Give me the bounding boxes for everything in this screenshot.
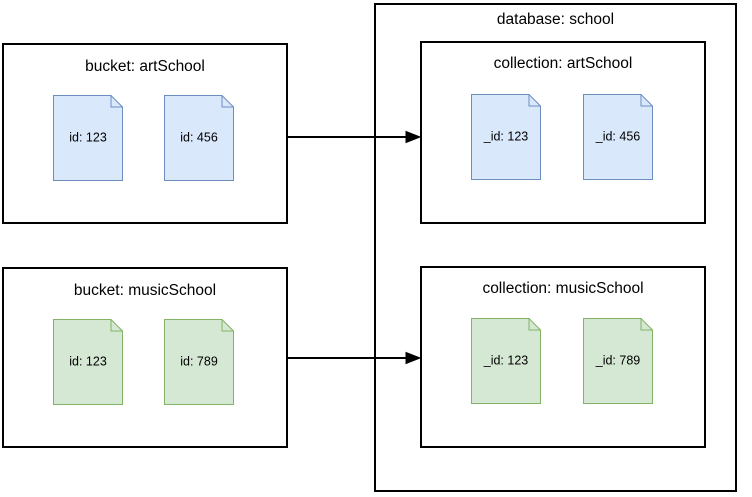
arrow-musicschool-bucket-to-collection — [286, 348, 422, 368]
document-shape — [583, 94, 653, 180]
document-icon-bucket-musicschool-0[interactable]: id: 123 — [53, 319, 123, 405]
collection-artschool-title: collection: artSchool — [493, 55, 633, 72]
bucket-artschool-container[interactable] — [2, 43, 288, 224]
document-icon-collection-artschool-1[interactable]: _id: 456 — [583, 94, 653, 180]
document-icon-bucket-artschool-1[interactable]: id: 456 — [164, 95, 234, 181]
bucket-musicschool-container[interactable] — [2, 267, 288, 448]
document-shape — [164, 319, 234, 405]
database-title: database: school — [496, 11, 615, 28]
arrow-shape — [287, 351, 422, 365]
collection-artschool-container[interactable] — [420, 41, 706, 224]
document-shape — [583, 318, 653, 404]
arrow-shape — [287, 130, 422, 144]
document-icon-collection-musicschool-1[interactable]: _id: 789 — [583, 318, 653, 404]
bucket-musicschool-title: bucket: musicSchool — [73, 282, 217, 299]
document-icon-bucket-artschool-0[interactable]: id: 123 — [53, 95, 123, 181]
document-shape — [53, 319, 123, 405]
collection-musicschool-container[interactable] — [420, 266, 706, 448]
document-shape — [53, 95, 123, 181]
arrow-artschool-bucket-to-collection — [286, 127, 422, 147]
document-shape — [471, 318, 541, 404]
document-icon-bucket-musicschool-1[interactable]: id: 789 — [164, 319, 234, 405]
bucket-artschool-title: bucket: artSchool — [85, 58, 205, 75]
document-shape — [471, 94, 541, 180]
collection-musicschool-title: collection: musicSchool — [482, 280, 644, 297]
document-shape — [164, 95, 234, 181]
document-icon-collection-musicschool-0[interactable]: _id: 123 — [471, 318, 541, 404]
document-icon-collection-artschool-0[interactable]: _id: 123 — [471, 94, 541, 180]
